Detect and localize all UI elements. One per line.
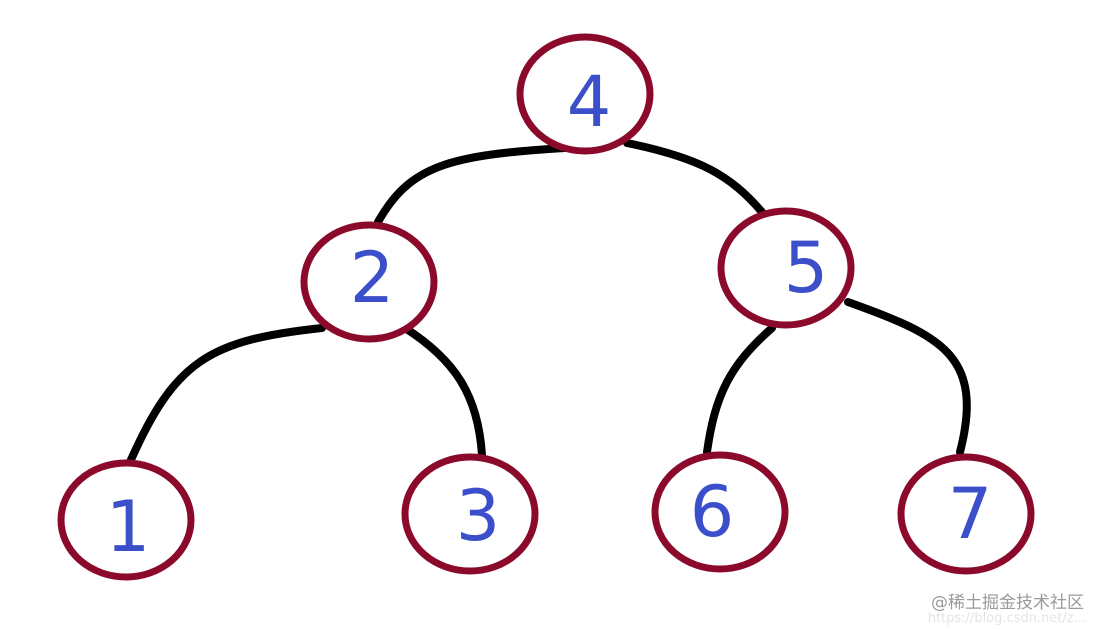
node-label: 7: [948, 473, 993, 555]
watermark-text: @稀土掘金技术社区: [931, 593, 1084, 613]
node-circle: [300, 221, 438, 343]
edge-5-6: [703, 324, 776, 456]
edge-4-2: [374, 144, 569, 226]
node-label: 2: [350, 237, 395, 319]
tree-node-1: 1: [57, 459, 195, 581]
node-circle: [897, 453, 1035, 575]
tree-node-7: 7: [897, 453, 1035, 575]
node-circle: [516, 33, 654, 155]
edge-5-7: [844, 298, 971, 456]
edge-2-1: [126, 324, 326, 466]
node-label: 5: [784, 227, 829, 309]
edge-4-5: [623, 139, 766, 216]
tree-node-3: 3: [401, 453, 539, 575]
edge-2-3: [401, 324, 486, 459]
tree-edges: [126, 139, 971, 466]
tree-node-5: 5: [717, 207, 855, 329]
node-circle: [57, 459, 195, 581]
node-circle: [401, 453, 539, 575]
tree-node-6: 6: [651, 451, 789, 573]
tree-node-4: 4: [516, 33, 654, 155]
watermark-url: https://blog.csdn.net/z...: [927, 611, 1086, 626]
node-label: 1: [106, 486, 151, 568]
watermark: @稀土掘金技术社区: [931, 595, 1084, 612]
node-label: 6: [690, 471, 735, 553]
node-circle: [651, 451, 789, 573]
node-label: 3: [456, 475, 501, 557]
node-label: 4: [567, 61, 612, 143]
node-circle: [717, 207, 855, 329]
tree-node-2: 2: [300, 221, 438, 343]
